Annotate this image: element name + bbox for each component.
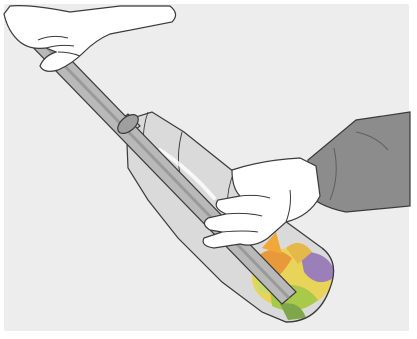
upper-hand <box>4 6 176 72</box>
